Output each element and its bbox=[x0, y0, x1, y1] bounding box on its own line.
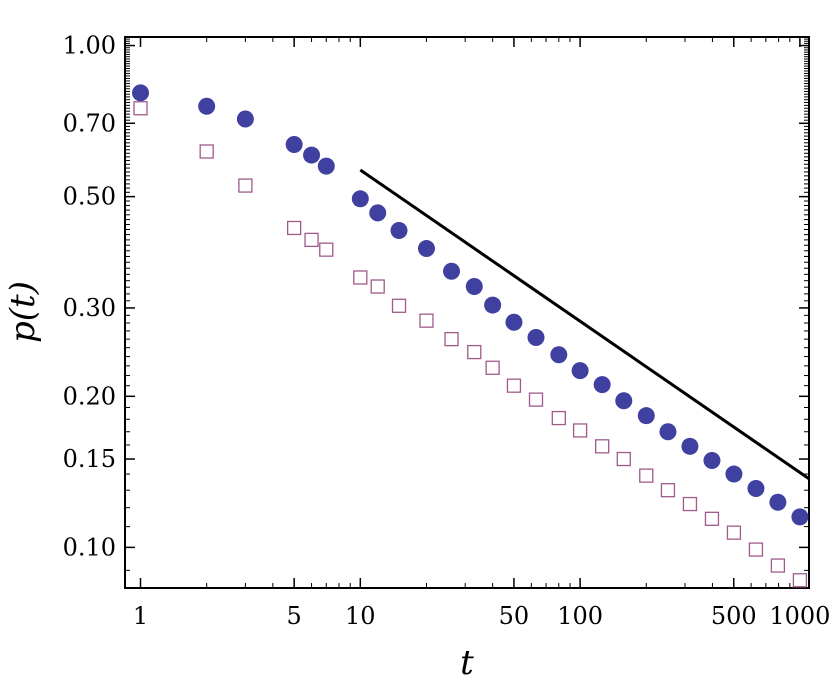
tick-labels: 1 5 10 50 100 500 1000 0.10 0.15 0.20 0.30 0.50 0.70… bbox=[63, 32, 830, 630]
x-tick-label: 50 bbox=[499, 602, 530, 630]
circle-data-point bbox=[550, 346, 568, 364]
x-tick-label: 500 bbox=[711, 602, 757, 630]
square-data-point bbox=[792, 573, 808, 588]
square-data-point bbox=[660, 483, 676, 498]
square-data-point bbox=[726, 525, 742, 540]
y-tick-label: 1.00 bbox=[63, 32, 116, 60]
circle-data-point bbox=[571, 362, 589, 380]
circle-data-point bbox=[351, 190, 369, 208]
circle-data-point bbox=[659, 423, 677, 441]
circle-data-point bbox=[527, 328, 545, 346]
y-tick-label: 0.10 bbox=[63, 533, 116, 561]
circle-data-point bbox=[443, 262, 461, 280]
circle-data-point bbox=[615, 392, 633, 410]
circle-data-point bbox=[465, 278, 483, 296]
axis-ticks bbox=[125, 36, 809, 588]
circle-data-point bbox=[703, 451, 721, 469]
square-data-point bbox=[133, 101, 148, 116]
circle-data-point bbox=[747, 480, 765, 498]
square-data-point bbox=[391, 298, 407, 313]
circle-data-point bbox=[236, 110, 254, 128]
square-data-point bbox=[528, 392, 544, 407]
circle-data-point bbox=[593, 376, 611, 394]
square-data-point bbox=[304, 232, 319, 248]
circle-data-point bbox=[132, 84, 150, 102]
square-data-point bbox=[506, 378, 522, 393]
circle-data-point bbox=[791, 508, 809, 526]
circle-data-point bbox=[681, 437, 699, 455]
square-data-point bbox=[595, 439, 610, 454]
x-tick-label: 1 bbox=[133, 602, 148, 630]
square-data-point bbox=[639, 468, 654, 483]
circle-data-point bbox=[285, 136, 303, 154]
x-axis-label: t bbox=[460, 643, 474, 683]
y-tick-label: 0.50 bbox=[63, 183, 116, 211]
circle-data-point bbox=[637, 407, 655, 425]
square-data-point bbox=[353, 270, 368, 285]
circle-data-point bbox=[369, 204, 387, 222]
power-law-fit-line bbox=[359, 168, 810, 481]
circle-data-point bbox=[317, 157, 335, 175]
square-data-point bbox=[419, 313, 434, 328]
circle-data-point bbox=[417, 240, 435, 258]
circle-data-point bbox=[390, 222, 408, 240]
y-axis-label: p(t) bbox=[3, 281, 43, 343]
square-data-point bbox=[467, 344, 482, 360]
x-tick-label: 100 bbox=[557, 602, 603, 630]
y-tick-label: 0.20 bbox=[63, 382, 116, 410]
y-tick-label: 0.30 bbox=[63, 294, 116, 322]
circle-data-point bbox=[198, 97, 216, 115]
circle-data-point bbox=[505, 313, 523, 331]
square-data-point bbox=[286, 220, 302, 236]
x-tick-label: 1000 bbox=[769, 602, 830, 630]
square-data-point bbox=[238, 178, 253, 193]
square-data-point bbox=[748, 542, 764, 557]
circle-data-point bbox=[769, 493, 787, 511]
x-tick-label: 5 bbox=[287, 602, 302, 630]
plot-frame bbox=[124, 36, 810, 589]
circle-data-point bbox=[484, 296, 502, 314]
square-data-point bbox=[704, 511, 720, 526]
square-data-point bbox=[551, 410, 566, 426]
y-tick-label: 0.15 bbox=[63, 445, 116, 473]
data-series bbox=[132, 84, 810, 588]
square-data-point bbox=[616, 451, 631, 467]
square-data-point bbox=[370, 279, 385, 294]
circle-data-point bbox=[725, 465, 743, 483]
square-data-point bbox=[682, 496, 698, 512]
square-data-point bbox=[770, 558, 786, 573]
square-data-point bbox=[199, 144, 214, 159]
square-data-point bbox=[319, 242, 334, 257]
square-data-point bbox=[444, 331, 459, 347]
y-tick-label: 0.70 bbox=[63, 109, 116, 137]
square-data-point bbox=[485, 360, 500, 375]
circle-data-point bbox=[303, 146, 321, 164]
square-data-point bbox=[572, 423, 588, 438]
x-tick-label: 10 bbox=[345, 602, 376, 630]
